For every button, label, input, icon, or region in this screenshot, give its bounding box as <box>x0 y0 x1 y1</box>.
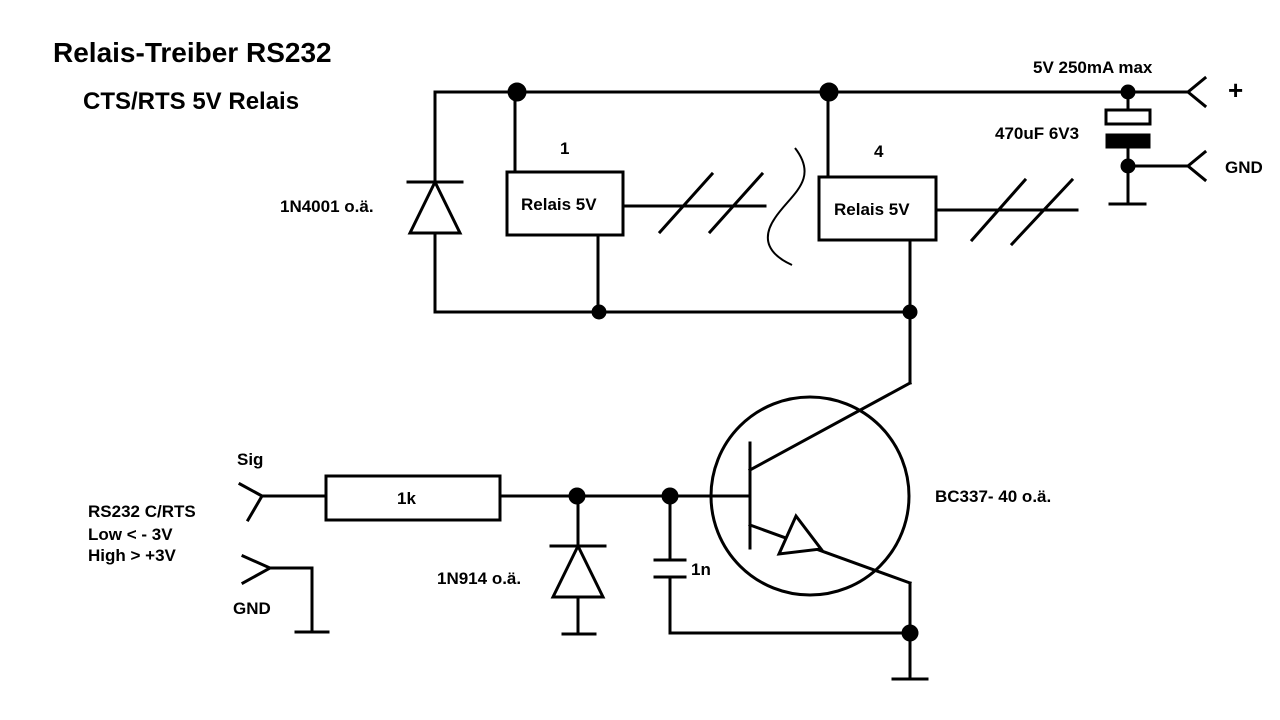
relay4-number: 4 <box>874 142 884 161</box>
junction-dot <box>902 304 918 320</box>
relay1-coil <box>505 170 625 237</box>
flyback-diode-label: 1N4001 o.ä. <box>280 197 374 216</box>
rs232-label-line1: RS232 C/RTS <box>88 502 196 521</box>
plus-label: + <box>1228 75 1243 105</box>
input-diode-triangle <box>550 542 606 599</box>
junction-dot <box>507 82 527 102</box>
flyback-diode-triangle <box>407 178 463 235</box>
gnd-left-terminal <box>240 554 274 586</box>
transistor-emitter-arrow <box>776 513 824 556</box>
gnd-left-wire <box>268 566 314 632</box>
gnd-right-label: GND <box>1225 158 1263 177</box>
input-diode-label: 1N914 o.ä. <box>437 569 521 588</box>
gnd-right-terminal <box>1185 149 1208 183</box>
cap-big-plate-solid <box>1105 133 1151 149</box>
rs232-label-line3: High > +3V <box>88 546 177 565</box>
cap-small-bottom-lead <box>668 575 912 635</box>
cap-small-label: 1n <box>691 560 711 579</box>
break-symbol <box>766 147 806 266</box>
sig-label: Sig <box>237 450 263 469</box>
relay1-contact-slash-1 <box>657 171 715 235</box>
resistor-1k <box>324 474 502 522</box>
transistor-collector <box>747 380 913 473</box>
supply-label: 5V 250mA max <box>1033 58 1153 77</box>
junction-dot <box>819 82 839 102</box>
gnd-left-label: GND <box>233 599 271 618</box>
junction-dot <box>901 624 919 642</box>
diagram-title: Relais-Treiber RS232 <box>53 37 332 68</box>
relay1-number: 1 <box>560 139 569 158</box>
junction-dot <box>591 304 607 320</box>
relay4-contact-slash-1 <box>969 177 1028 243</box>
transistor-label: BC337- 40 o.ä. <box>935 487 1051 506</box>
diagram-subtitle: CTS/RTS 5V Relais <box>83 88 299 115</box>
cap-big-plate-hollow <box>1104 108 1152 126</box>
rs232-label-line2: Low < - 3V <box>88 525 173 544</box>
plus-terminal <box>1185 75 1208 109</box>
relay4-coil <box>817 175 938 242</box>
junction-dot <box>568 487 586 505</box>
cap-big-label: 470uF 6V3 <box>995 124 1079 143</box>
relay1-contact-slash-2 <box>707 171 765 235</box>
junction-dot <box>1120 84 1136 100</box>
transistor-emitter <box>748 523 912 585</box>
relay4-contact-slash-2 <box>1009 177 1075 247</box>
junction-dot <box>661 487 679 505</box>
resistor-label: 1k <box>397 489 416 508</box>
relay4-label: Relais 5V <box>834 200 910 219</box>
sig-terminal <box>237 481 265 523</box>
relay1-label: Relais 5V <box>521 195 597 214</box>
junction-dot <box>1120 158 1136 174</box>
